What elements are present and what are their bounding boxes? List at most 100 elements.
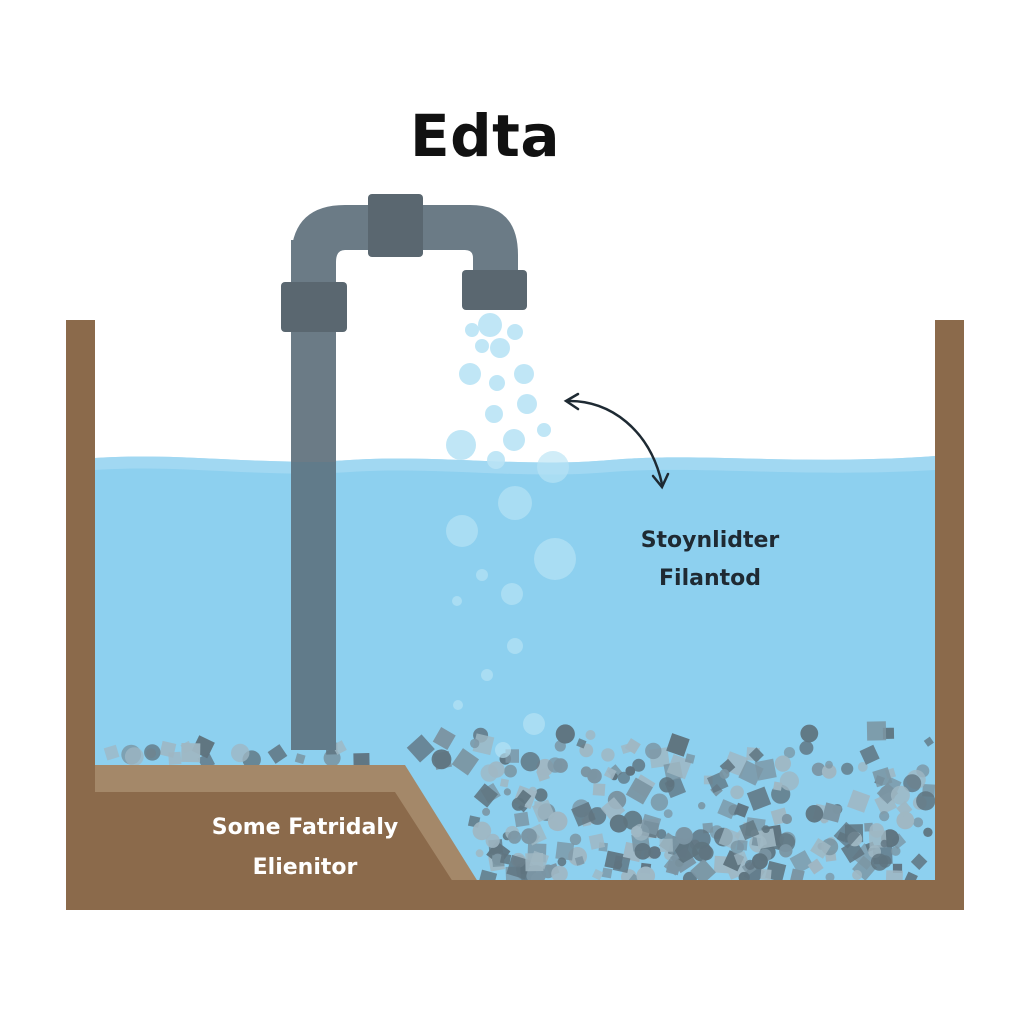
gravel-stone bbox=[472, 821, 492, 841]
water-droplet bbox=[490, 338, 510, 358]
gravel-stone bbox=[601, 867, 613, 879]
annotation-right-line1: Stoynlidter bbox=[640, 528, 780, 553]
gravel-stone bbox=[825, 760, 833, 769]
water-droplet bbox=[495, 742, 511, 758]
gravel-stone bbox=[852, 870, 863, 880]
gravel-stone bbox=[294, 753, 306, 765]
gravel-stone bbox=[531, 799, 555, 823]
gravel-stone bbox=[432, 727, 456, 750]
gravel-stone bbox=[472, 733, 495, 756]
gravel-stone bbox=[470, 738, 480, 749]
water-droplet bbox=[517, 394, 537, 414]
gravel-stone bbox=[659, 777, 675, 793]
gravel-stone bbox=[650, 793, 669, 811]
gravel-stone bbox=[551, 865, 568, 883]
gravel-stone bbox=[879, 811, 890, 822]
gravel-stone bbox=[609, 814, 628, 833]
gravel-stone bbox=[857, 762, 868, 772]
water-droplet bbox=[503, 429, 525, 451]
gravel-stone bbox=[511, 797, 525, 811]
gravel-stone bbox=[913, 817, 924, 828]
gravel-stone bbox=[733, 850, 749, 866]
gravel-stone bbox=[717, 799, 738, 820]
water-droplet bbox=[489, 375, 505, 391]
gravel-stone bbox=[698, 802, 706, 810]
gravel-stone bbox=[663, 809, 673, 818]
gravel-stone bbox=[859, 744, 880, 765]
gravel-stone bbox=[684, 753, 696, 764]
tank-left-wall bbox=[66, 320, 95, 910]
gravel-stone bbox=[745, 859, 756, 871]
gravel-stone bbox=[576, 738, 587, 749]
gravel-stone bbox=[896, 811, 915, 830]
gravel-stone bbox=[431, 749, 452, 770]
gravel-stone bbox=[124, 747, 144, 766]
gravel-stone bbox=[754, 758, 777, 781]
water-droplet bbox=[453, 700, 463, 710]
gravel-stone bbox=[659, 838, 674, 853]
gravel-stone bbox=[536, 767, 550, 782]
water-droplet bbox=[459, 363, 481, 385]
gravel-stone bbox=[800, 724, 819, 743]
gravel-stone bbox=[748, 747, 764, 763]
gravel-stone bbox=[592, 783, 606, 796]
gravel-stone bbox=[781, 813, 793, 825]
water-droplet bbox=[446, 515, 478, 547]
gravel-stone bbox=[634, 843, 652, 860]
gravel-stone bbox=[451, 748, 480, 776]
annotation-left-line2: Elienitor bbox=[252, 855, 358, 880]
gravel-stone bbox=[736, 839, 748, 851]
gravel-stone bbox=[267, 744, 288, 764]
gravel-stone bbox=[231, 743, 250, 763]
gravel-stone bbox=[521, 828, 537, 845]
water-droplet bbox=[507, 324, 523, 340]
gravel-stone bbox=[103, 744, 120, 761]
gravel-stone bbox=[847, 789, 871, 813]
gravel-stone bbox=[601, 748, 615, 762]
gravel-stone bbox=[624, 738, 641, 755]
gravel-stone bbox=[822, 802, 843, 823]
gravel-stone bbox=[698, 845, 714, 861]
water-droplet bbox=[514, 364, 534, 384]
gravel-stone bbox=[534, 788, 548, 802]
gravel-stone bbox=[666, 733, 690, 757]
gravel-stone bbox=[789, 850, 814, 874]
gravel-stone bbox=[783, 747, 796, 759]
gravel-stone bbox=[762, 825, 770, 833]
gravel-stone bbox=[588, 833, 606, 850]
gravel-stone bbox=[631, 826, 643, 838]
gravel-stone bbox=[869, 823, 884, 838]
water-droplet bbox=[537, 423, 551, 437]
gravel-stone bbox=[811, 762, 826, 776]
water-droplets bbox=[446, 313, 576, 758]
gravel-stone bbox=[760, 868, 772, 881]
gravel-stone bbox=[719, 769, 730, 779]
gravel-stone bbox=[810, 837, 831, 859]
annotation-left: Some Fatridaly Elienitor bbox=[190, 808, 420, 888]
gravel-stone bbox=[923, 736, 934, 747]
gravel-stone bbox=[557, 857, 567, 867]
gravel-stone bbox=[779, 771, 800, 791]
gravel-stone bbox=[639, 813, 662, 836]
faucet-pipe-icon bbox=[281, 194, 527, 750]
tank-floor bbox=[66, 880, 964, 910]
gravel-stone bbox=[504, 764, 517, 778]
gravel-stone bbox=[663, 854, 685, 876]
gravel-stone bbox=[603, 766, 617, 780]
water-droplet bbox=[475, 339, 489, 353]
gravel-stone bbox=[805, 805, 824, 823]
gravel-stone bbox=[475, 849, 484, 858]
water-droplet bbox=[498, 486, 532, 520]
water-droplet bbox=[465, 323, 479, 337]
gravel-stone bbox=[779, 844, 793, 858]
gravel-stone bbox=[580, 766, 592, 778]
gravel-stone bbox=[499, 778, 509, 788]
gravel-stone bbox=[903, 774, 922, 793]
gravel-stone bbox=[181, 743, 201, 763]
gravel-stone bbox=[555, 841, 575, 861]
gravel-stone bbox=[916, 791, 936, 811]
gravel-stone bbox=[890, 785, 910, 805]
curved-double-arrow-icon bbox=[563, 392, 670, 490]
gravel-stone bbox=[503, 788, 511, 796]
